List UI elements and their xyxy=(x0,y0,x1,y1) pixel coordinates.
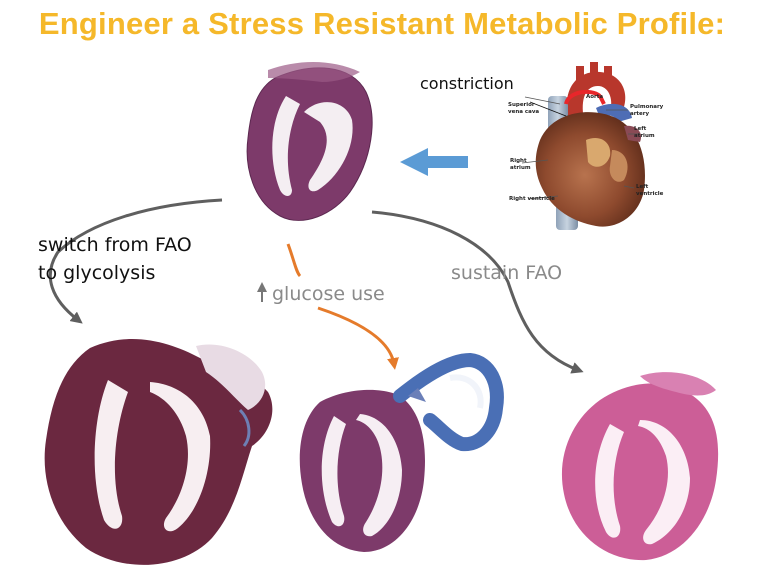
label-right-atrium-1: Right xyxy=(510,158,527,164)
label-left-atrium-1: Left xyxy=(634,126,647,132)
switch-label-line1: switch from FAO xyxy=(38,234,192,256)
label-aorta: Aorta xyxy=(586,94,603,100)
bottom-middle-heart-section xyxy=(299,352,504,552)
up-arrow-icon xyxy=(257,282,267,302)
label-left-ventricle-2: ventricle xyxy=(636,191,664,197)
label-pulmonary-artery-1: Pulmonary xyxy=(630,104,664,110)
label-superior-vena-cava-1: Superior xyxy=(508,102,535,108)
sustain-fao-label: sustain FAO xyxy=(451,262,563,284)
label-right-ventricle: Right ventricle xyxy=(509,196,555,202)
orange-glucose-arrow xyxy=(286,243,394,364)
blue-arrow xyxy=(400,148,468,176)
bottom-right-heart-section xyxy=(561,372,719,561)
label-pulmonary-artery-2: artery xyxy=(630,111,649,117)
switch-label-line2: to glycolysis xyxy=(38,262,156,284)
left-gray-arrow xyxy=(48,198,223,324)
glucose-use-label: glucose use xyxy=(272,283,385,305)
top-heart-section xyxy=(246,62,373,221)
label-superior-vena-cava-2: vena cava xyxy=(508,109,539,115)
constriction-label: constriction xyxy=(420,74,514,93)
label-right-atrium-2: atrium xyxy=(510,165,531,171)
right-gray-arrow xyxy=(371,210,584,374)
bottom-left-heart-section xyxy=(44,339,273,565)
label-left-atrium-2: atrium xyxy=(634,133,655,139)
slide-title: Engineer a Stress Resistant Metabolic Pr… xyxy=(38,6,726,41)
label-left-ventricle-1: Left xyxy=(636,184,649,190)
heart-anatomy-illustration: Aorta Superior vena cava Pulmonary arter… xyxy=(508,62,664,230)
